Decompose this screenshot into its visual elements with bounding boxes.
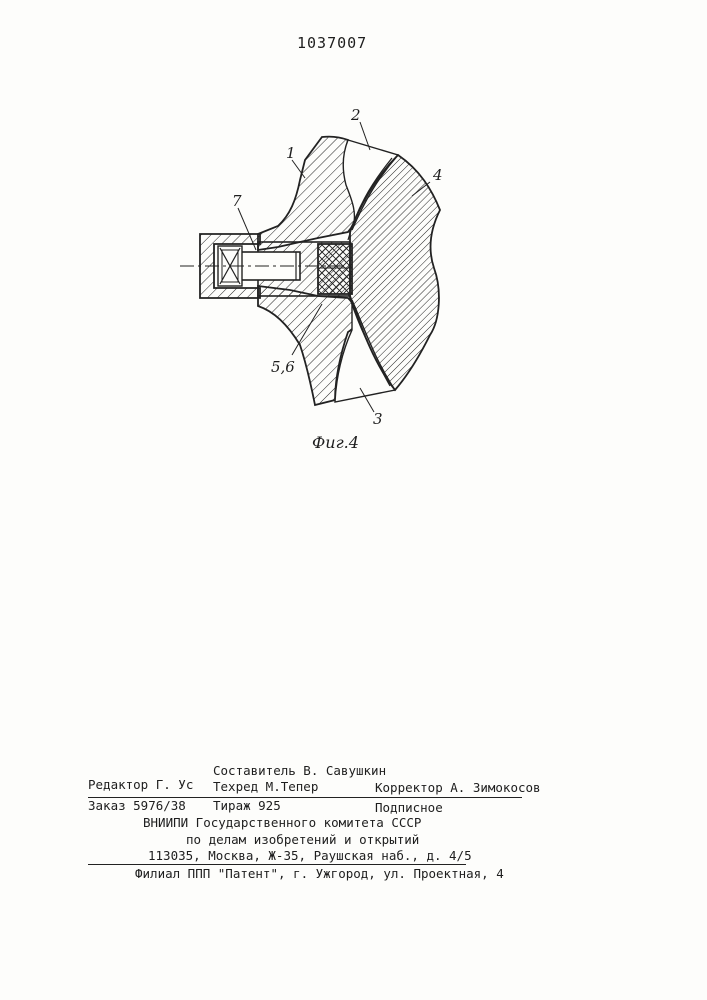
label-7: 7	[232, 192, 242, 210]
order-line: Заказ 5976/38	[88, 798, 186, 813]
org-line-1: ВНИИПИ Государственного комитета СССР	[143, 815, 421, 830]
org-line-2: по делам изобретений и открытий	[186, 832, 419, 847]
compiler-line: Составитель В. Савушкин	[213, 763, 386, 778]
address-line: 113035, Москва, Ж-35, Раушская наб., д. …	[148, 848, 472, 863]
imprint-rule-bottom	[88, 864, 466, 865]
corrector-line: Корректор А. Зимокосов	[375, 780, 541, 795]
label-4: 4	[432, 166, 443, 184]
label-5-6: 5,6	[271, 358, 295, 376]
circulation-line: Тираж 925	[213, 798, 281, 813]
label-1: 1	[286, 144, 296, 162]
sensor-element-5-6	[318, 244, 352, 294]
figure-4-drawing: 1 2 4 7 5,6 3	[0, 0, 707, 470]
branch-line: Филиал ППП "Патент", г. Ужгород, ул. Про…	[135, 866, 504, 881]
subscription-line: Подписное	[375, 800, 443, 815]
editor-line: Редактор Г. Ус	[88, 777, 193, 792]
techred-line: Техред М.Тепер	[213, 779, 318, 794]
label-3: 3	[373, 410, 383, 428]
figure-caption: Фиг.4	[312, 433, 359, 452]
label-2: 2	[350, 106, 361, 124]
